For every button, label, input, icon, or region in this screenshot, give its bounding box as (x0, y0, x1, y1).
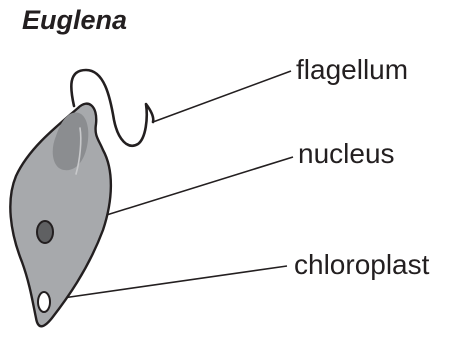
chloroplast (38, 292, 50, 312)
label-chloroplast: chloroplast (294, 249, 429, 281)
label-nucleus: nucleus (298, 138, 395, 170)
nucleus (37, 221, 53, 243)
diagram-title: Euglena (22, 4, 127, 36)
label-flagellum: flagellum (296, 54, 408, 86)
flagellum-leader-line (153, 71, 291, 122)
